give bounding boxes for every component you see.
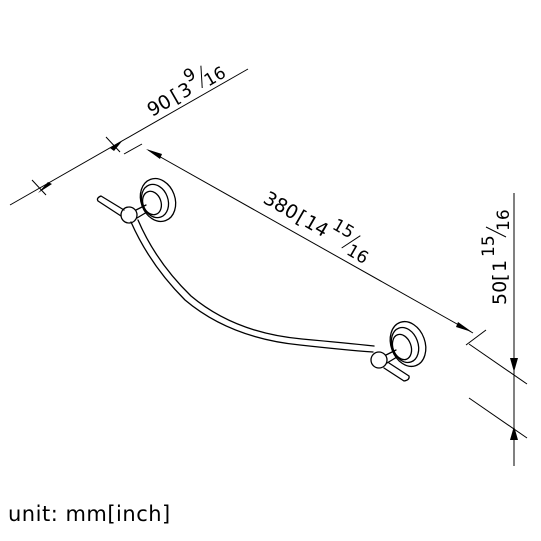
height-metric-label: 50 bbox=[489, 281, 511, 305]
svg-text:[: [ bbox=[489, 274, 511, 281]
left-mount bbox=[96, 177, 177, 224]
height-inch-numerator: 15 bbox=[479, 235, 499, 257]
length-dimension: 380 [ 14 15 16 bbox=[123, 143, 487, 346]
unit-label: unit: mm[inch] bbox=[8, 502, 171, 526]
height-dimension: 50 [ 1 15 16 bbox=[468, 193, 528, 466]
height-inch-whole: 1 bbox=[489, 260, 511, 272]
depth-dimension: 90 [ 3 9 16 bbox=[9, 63, 249, 206]
towel-bar bbox=[96, 177, 427, 382]
right-mount bbox=[370, 320, 427, 382]
depth-inch-denominator: 16 bbox=[201, 63, 230, 91]
height-inch-denominator: 16 bbox=[494, 209, 514, 231]
length-inch-numerator: 15 bbox=[329, 215, 358, 243]
bar bbox=[130, 219, 375, 353]
